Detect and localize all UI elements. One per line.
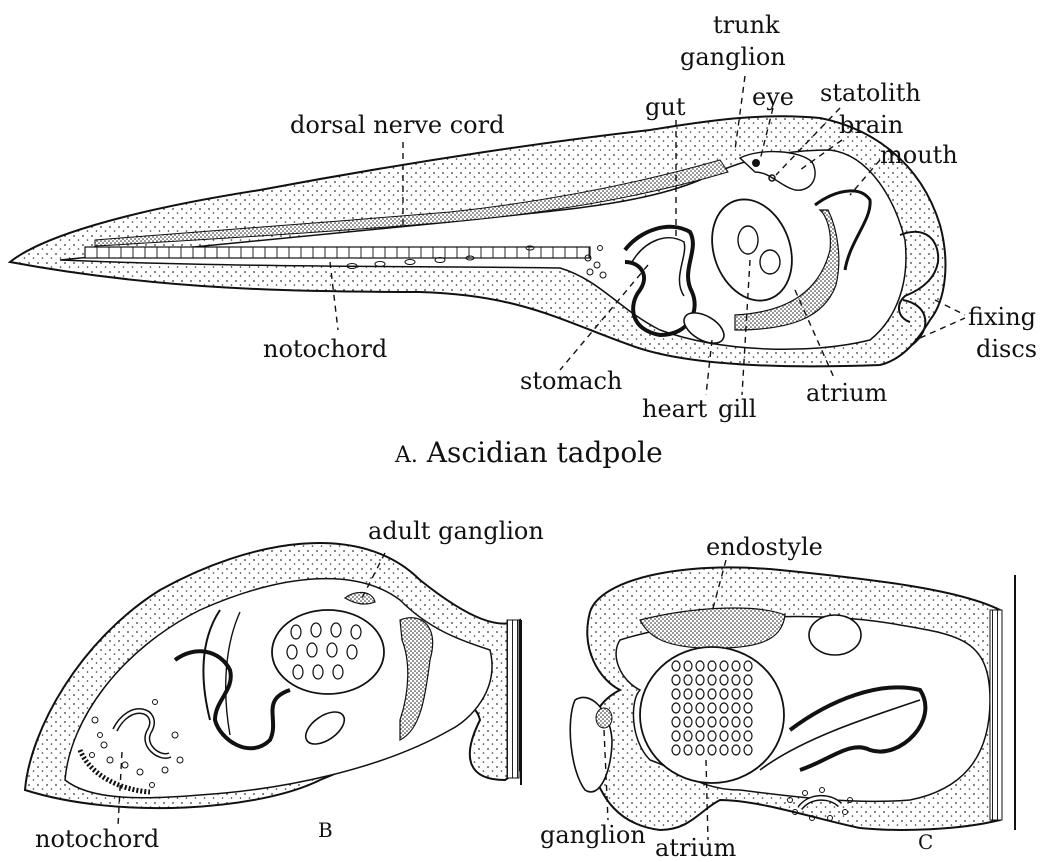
gill-slit [287,645,297,659]
gill-slit [684,703,692,713]
gill-slit [708,661,716,671]
gill-slit [672,703,680,713]
gill-slit [744,661,752,671]
gill-slit [672,745,680,755]
panel-letter-b: B [318,818,333,842]
gill-slit [720,745,728,755]
notochord-rod [85,247,590,258]
gill-slit [732,717,740,727]
gill-slit [696,675,704,685]
gill-slit [696,717,704,727]
gill-slit [331,623,341,637]
label-fixing: fixing [968,304,1036,330]
gill-slit [672,717,680,727]
gill-slit [672,731,680,741]
label-atrium-c: atrium [655,835,736,861]
gill-slit [744,703,752,713]
caption-letter-a: A. [395,443,418,468]
label-brain: brain [839,112,903,138]
gill-slit [696,703,704,713]
label-ganglion-c: ganglion [540,822,646,848]
gill-slit [720,675,728,685]
gill-slit [732,689,740,699]
label-mouth: mouth [880,142,958,168]
label-statolith: statolith [820,80,921,106]
gill-slit [744,689,752,699]
gill-slit [684,745,692,755]
gill-slit [672,689,680,699]
label-dorsal-nerve-cord: dorsal nerve cord [290,112,504,138]
gill-slit [684,717,692,727]
gill-slit [720,689,728,699]
panel-b-metamorphosing [25,543,521,826]
gill-slit [684,689,692,699]
gill-slit [696,745,704,755]
label-atrium-a: atrium [806,380,887,406]
gill-slit [708,689,716,699]
label-discs: discs [976,336,1037,362]
gill-slit [732,703,740,713]
panel-b-attachment [507,620,519,778]
gill-slit [708,745,716,755]
gill-slit [732,661,740,671]
gill-slit [684,675,692,685]
gill-slit [684,731,692,741]
gill-slit [708,717,716,727]
gill-slit [744,675,752,685]
gill-slit [311,623,321,637]
panel-c-adult [570,560,1015,840]
gill-slit [744,745,752,755]
gill-slit [672,675,680,685]
label-trunk: trunk [713,12,780,38]
panel-letter-c: C [918,830,933,854]
gill-slit [720,717,728,727]
gill-slit [720,731,728,741]
gill-slit [732,731,740,741]
panel-c-ganglion [596,708,612,728]
gill-slit [708,703,716,713]
gill-slit [744,731,752,741]
gill-slit [696,731,704,741]
gill-slit [732,745,740,755]
gill-slit [684,661,692,671]
label-gut: gut [645,94,685,120]
gill-slit [351,625,361,639]
caption-panel-a: A. Ascidian tadpole [395,436,663,469]
label-stomach: stomach [520,368,622,394]
gill-slit [347,645,357,659]
label-adult-ganglion: adult ganglion [368,518,544,544]
gill-slit [696,689,704,699]
gill-slit [696,661,704,671]
label-notochord-a: notochord [263,336,387,362]
label-trunk-ganglion: ganglion [680,44,786,70]
label-endostyle: endostyle [706,534,823,560]
eye-spot [752,159,760,167]
gill-slit [327,643,337,657]
gill-slit [744,717,752,727]
gill-slit [307,643,317,657]
gill-slit [720,703,728,713]
label-heart: heart [642,396,707,422]
panel-c-siphon [809,615,861,655]
gill-slit [708,731,716,741]
caption-text-a: Ascidian tadpole [427,436,663,469]
gill-slit [732,675,740,685]
gill-slit [708,675,716,685]
gill-slit [672,661,680,671]
gill-slit [291,625,301,639]
label-eye: eye [752,84,794,110]
label-notochord-b: notochord [35,826,159,852]
gill-slit [293,665,303,679]
gill-slit [313,665,323,679]
label-gill: gill [718,396,756,422]
panel-c-attachment [990,610,1002,820]
gill-slit [720,661,728,671]
gill-slit [333,665,343,679]
